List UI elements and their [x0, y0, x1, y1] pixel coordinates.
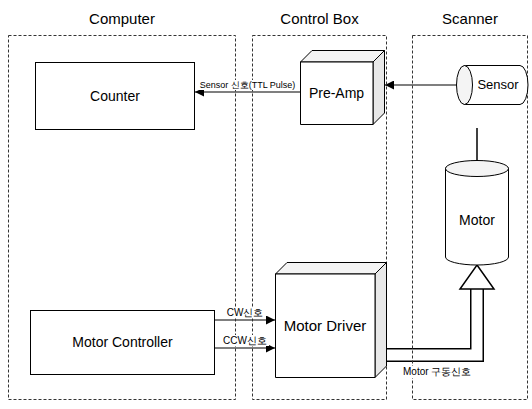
scanner-group: ScannerSensorMotor [412, 35, 528, 400]
connector [215, 320, 275, 321]
connector [195, 92, 300, 93]
group-title: Scanner [412, 10, 528, 27]
connector [215, 348, 275, 349]
controller-box: Motor Controller [30, 310, 215, 375]
driver-box: Motor Driver [275, 262, 387, 378]
connector [385, 85, 456, 86]
sensor-cylinder: Sensor [456, 65, 528, 105]
computer-group: ComputerCounterMotor Controller [8, 35, 236, 400]
box-face [301, 51, 385, 63]
cylinder-top [446, 161, 509, 177]
signal-label: CW신호 [225, 307, 266, 319]
box-face [301, 62, 374, 125]
box-face [373, 51, 385, 125]
dashed-border [413, 36, 528, 400]
signal-label: Sensor 신호(TTL Pulse) [196, 80, 299, 90]
hollow-arrow-inner [387, 289, 477, 355]
arrow-line [385, 84, 456, 85]
cylinder-end [457, 66, 473, 105]
box-label: Pre-Amp [300, 62, 373, 125]
preamp-box: Pre-Amp [300, 50, 385, 125]
hollow-arrow-outline [387, 289, 477, 355]
cylinder-body [446, 168, 509, 265]
connector [387, 265, 494, 355]
signal-label: CCW신호 [221, 335, 269, 347]
group-title: Computer [8, 10, 236, 27]
motor-cylinder: Motor [445, 160, 509, 265]
box-border [31, 311, 215, 375]
arrow-line [195, 91, 300, 92]
counter-box: Counter [35, 62, 195, 130]
arrow-line [215, 319, 275, 320]
box-label: Motor [445, 176, 509, 265]
cylinder-body [464, 66, 528, 105]
arrow-line [215, 347, 275, 348]
box-face [276, 263, 387, 275]
group-title: Control Box [252, 10, 387, 27]
control-box-group: Control BoxPre-AmpMotor Driver [252, 35, 387, 400]
box-label: Counter [35, 62, 195, 130]
dashed-border [253, 36, 387, 400]
box-label: Motor Driver [275, 274, 375, 378]
box-border [36, 63, 195, 130]
dashed-border [9, 36, 236, 400]
signal-label: Motor 구동신호 [401, 366, 473, 378]
box-label: Motor Controller [30, 310, 215, 375]
hollow-arrow-head [460, 265, 494, 289]
box-label: Sensor [472, 65, 524, 105]
box-face [375, 263, 387, 378]
box-face [276, 274, 376, 378]
